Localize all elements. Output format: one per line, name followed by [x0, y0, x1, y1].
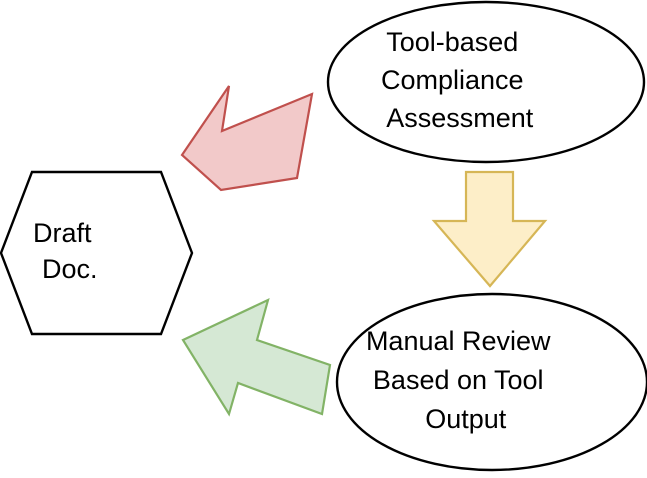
arrow-tool-to-review-body[interactable] — [431, 170, 548, 288]
draft-doc-label: Draft Doc. — [33, 218, 159, 284]
node-draft-doc[interactable]: Draft Doc. — [0, 170, 194, 336]
arrow-tool-to-review[interactable] — [431, 170, 548, 288]
arrow-draft-to-tool[interactable] — [180, 85, 314, 192]
manual-review-line-1: Based on Tool — [373, 365, 544, 395]
manual-review-line-0: Manual Review — [366, 326, 551, 356]
tool-assessment-line-0: Tool-based — [386, 27, 518, 57]
arrow-draft-to-tool-body[interactable] — [180, 85, 314, 192]
arrow-review-to-draft[interactable] — [181, 297, 332, 417]
manual-review-line-2: Output — [425, 404, 507, 434]
manual-review-label: Manual Review Based on Tool Output — [366, 326, 618, 434]
arrow-review-to-draft-body[interactable] — [181, 297, 332, 417]
tool-assessment-label: Tool-based Compliance Assessment — [381, 27, 591, 133]
tool-assessment-ellipse[interactable] — [326, 0, 646, 164]
node-manual-review[interactable]: Manual Review Based on Tool Output — [335, 292, 647, 472]
manual-review-ellipse[interactable] — [335, 292, 647, 472]
node-tool-assessment[interactable]: Tool-based Compliance Assessment — [326, 0, 646, 164]
tool-assessment-line-2: Assessment — [386, 103, 534, 133]
draft-doc-hexagon[interactable] — [0, 170, 194, 336]
draft-doc-line-0: Draft — [33, 218, 92, 248]
tool-assessment-line-1: Compliance — [381, 65, 524, 95]
draft-doc-line-1: Doc. — [42, 254, 98, 284]
